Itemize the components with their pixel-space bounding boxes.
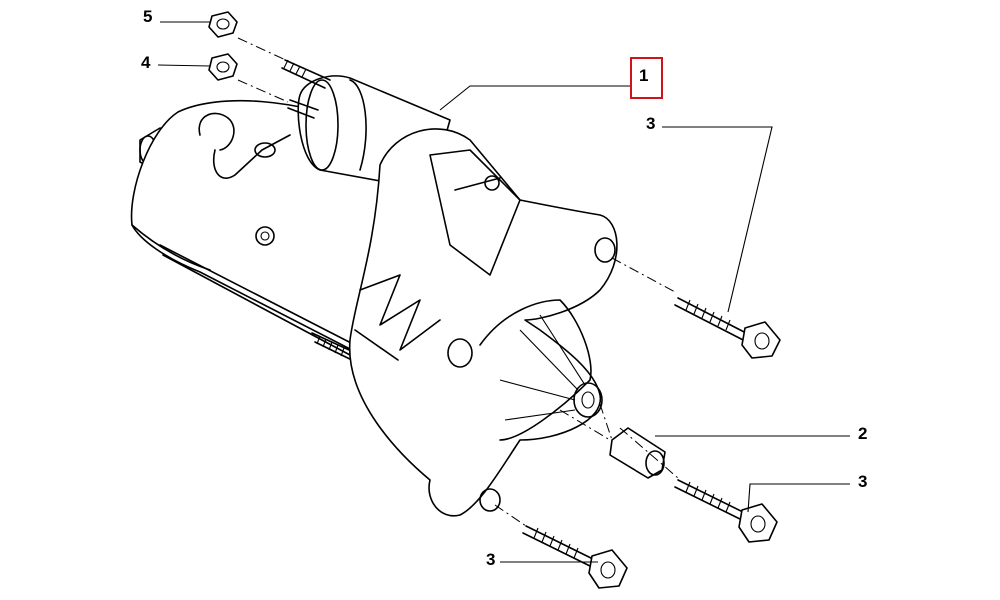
callout-3-bottom: 3: [486, 550, 496, 569]
callout-4: 4: [141, 53, 151, 72]
bolt-part-3-right: [674, 479, 778, 543]
callout-3-upper: 3: [646, 114, 656, 133]
bolt-part-3-upper: [674, 297, 781, 359]
callout-5: 5: [143, 7, 153, 26]
callout-3-right: 3: [858, 472, 868, 491]
callout-2: 2: [858, 424, 868, 443]
bolt-part-3-bottom: [522, 525, 628, 589]
leader-lines: [157, 21, 850, 563]
nut-part-5: [208, 11, 238, 38]
assembly-axis-lines: [237, 37, 679, 527]
starter-motor: [130, 59, 618, 517]
bushing-part-2: [609, 427, 666, 479]
callout-1: 1: [639, 66, 649, 85]
highlight-box: [630, 57, 663, 99]
nut-part-4: [208, 53, 238, 81]
